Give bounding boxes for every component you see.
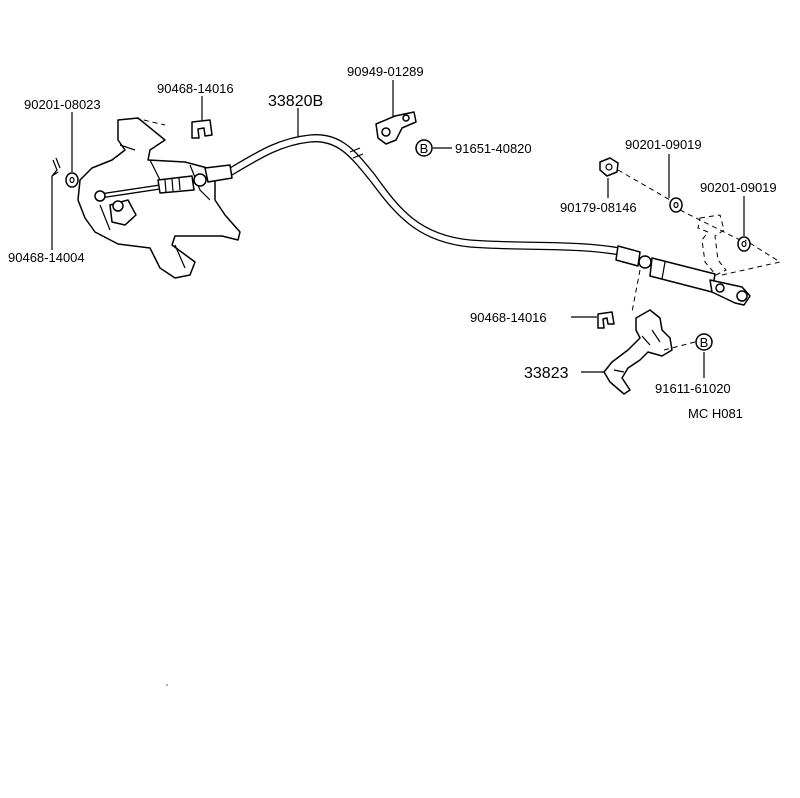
part-label-90179-08146: 90179-08146 [560,200,637,215]
stray-dot [166,684,168,686]
part-label-90468-14016-lower: 90468-14016 [470,310,547,325]
part-label-90201-08023: 90201-08023 [24,97,101,112]
clip-top [191,119,213,139]
part-label-33823: 33823 [524,365,569,382]
leader-dash-right-3 [721,239,782,276]
clip-lower [597,311,615,329]
part-label-91651-40820: 91651-40820 [455,141,532,156]
part-label-33820b: 33820B [268,93,323,110]
part-label-90949-01289: 90949-01289 [347,64,424,79]
washer-right-1 [669,197,683,213]
part-label-90201-09019-b: 90201-09019 [700,180,777,195]
diagram-code: MC H081 [688,406,743,421]
leader-dash-right [617,169,671,201]
svg-text:B: B [700,335,709,350]
leader-dash-right-2 [679,209,741,241]
part-label-90468-14004: 90468-14004 [8,250,85,265]
washer-right-2 [737,236,751,252]
badge-b-2: B [695,333,713,351]
cable-bracket-33823 [603,309,673,395]
control-cable [94,134,751,306]
svg-text:B: B [420,141,429,156]
washer-left [65,172,79,188]
nut-right [599,157,619,177]
part-label-90201-09019-a: 90201-09019 [625,137,702,152]
badge-b-1: B [415,139,433,157]
cotter-pin-left [51,157,61,177]
shifter-housing [77,117,241,279]
lever-ghost [697,214,727,276]
cable-clamp-bracket [375,111,417,145]
part-label-91611-61020: 91611-61020 [655,381,731,396]
leader-lines [51,80,745,378]
part-label-90468-14016-top: 90468-14016 [157,81,234,96]
leader-dash-bracket [631,269,641,313]
